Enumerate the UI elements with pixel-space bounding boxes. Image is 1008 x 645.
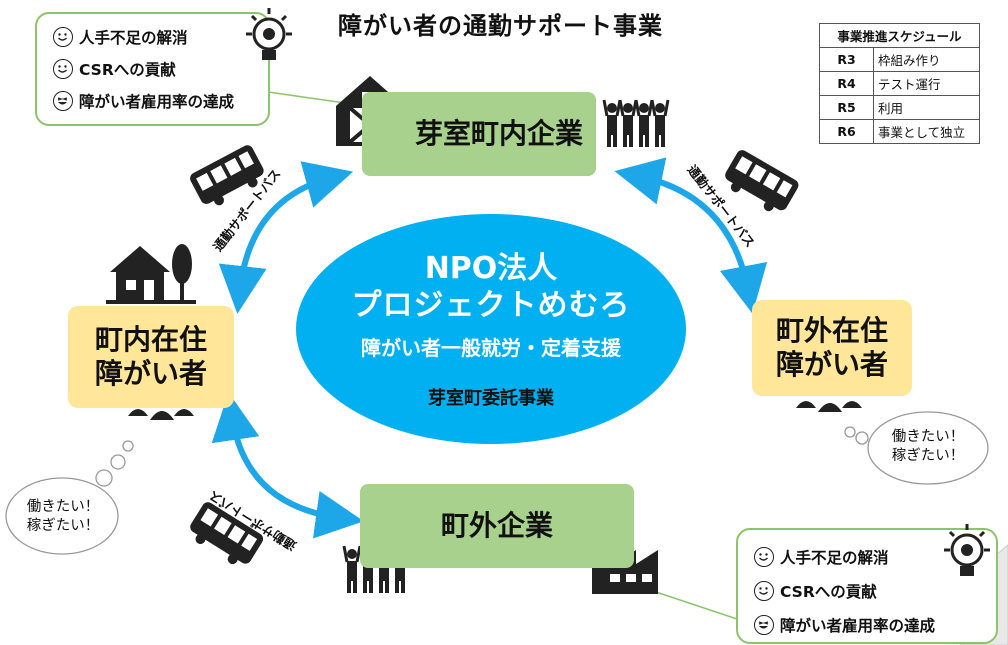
npo-service: 障がい者一般就労・定着支援 (361, 336, 621, 360)
house-icon (106, 244, 196, 304)
list-item: 人手不足の解消 (754, 546, 889, 568)
node-company-out-town: 町外企業 (360, 484, 634, 568)
lightbulb-icon (944, 524, 990, 576)
benefit-box-top: 人手不足の解消 CSRへの貢献 障がい者雇用率の達成 (35, 12, 270, 126)
laugh-face-icon (53, 91, 73, 111)
bus-icon (190, 502, 264, 565)
list-item: 人手不足の解消 (53, 26, 188, 48)
bottom-benefit-connector (649, 589, 741, 621)
npo-commission: 芽室町委託事業 (428, 388, 554, 409)
page-title: 障がい者の通勤サポート事業 (338, 12, 663, 40)
smile-face-icon (754, 547, 774, 567)
list-item: 障がい者雇用率の達成 (53, 90, 234, 112)
list-item: 障がい者雇用率の達成 (754, 614, 935, 636)
node-resident-out-town: 町外在住 障がい者 (752, 300, 912, 396)
arrow-resident-in-to-company-out (211, 392, 364, 539)
center-npo-ellipse: NPO法人 プロジェクトめむろ 障がい者一般就労・定着支援 芽室町委託事業 (296, 214, 686, 444)
schedule-header: 事業推進スケジュール (819, 23, 980, 48)
list-item: CSRへの貢献 (754, 580, 877, 602)
bus-icon (725, 150, 799, 212)
list-item: CSRへの貢献 (53, 58, 176, 80)
node-resident-in-town: 町内在住 障がい者 (68, 306, 234, 408)
arrow-resident-in-to-company-in (218, 161, 354, 314)
smile-face-icon (53, 27, 73, 47)
cloud-text-left: 働きたい！ 稼ぎたい！ (26, 499, 100, 534)
thought-cloud-left (5, 440, 134, 555)
npo-name: プロジェクトめむろ (351, 288, 631, 323)
smile-face-icon (53, 59, 73, 79)
cloud-text-right: 働きたい！ 稼ぎたい！ (891, 429, 965, 464)
thought-cloud-right (844, 411, 989, 485)
top-benefit-connector (267, 91, 353, 105)
people-cheering-icon (602, 99, 670, 147)
bus-icon (190, 145, 264, 206)
laugh-face-icon (754, 615, 774, 635)
npo-label: NPO法人 (424, 251, 558, 286)
smile-face-icon (754, 581, 774, 601)
arrow-company-in-to-resident-out (614, 157, 768, 314)
node-company-in-town: 芽室町内企業 (362, 92, 596, 176)
lightbulb-icon (246, 8, 292, 60)
